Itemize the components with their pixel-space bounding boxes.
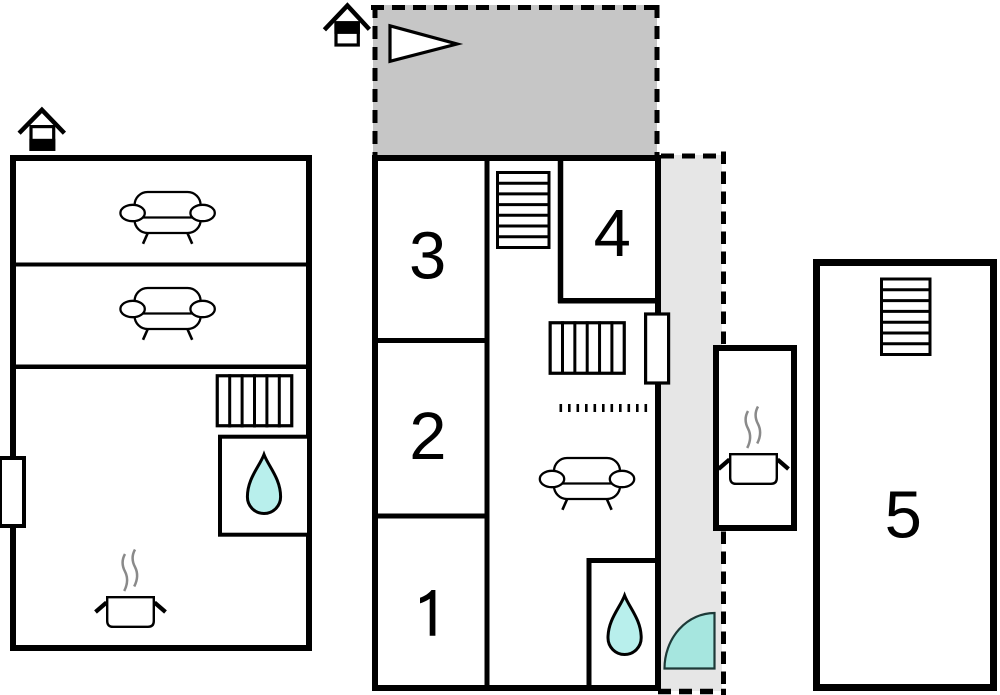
svg-text:3: 3: [409, 218, 446, 293]
svg-text:4: 4: [594, 196, 631, 271]
svg-text:5: 5: [885, 477, 922, 552]
svg-text:2: 2: [409, 399, 446, 474]
